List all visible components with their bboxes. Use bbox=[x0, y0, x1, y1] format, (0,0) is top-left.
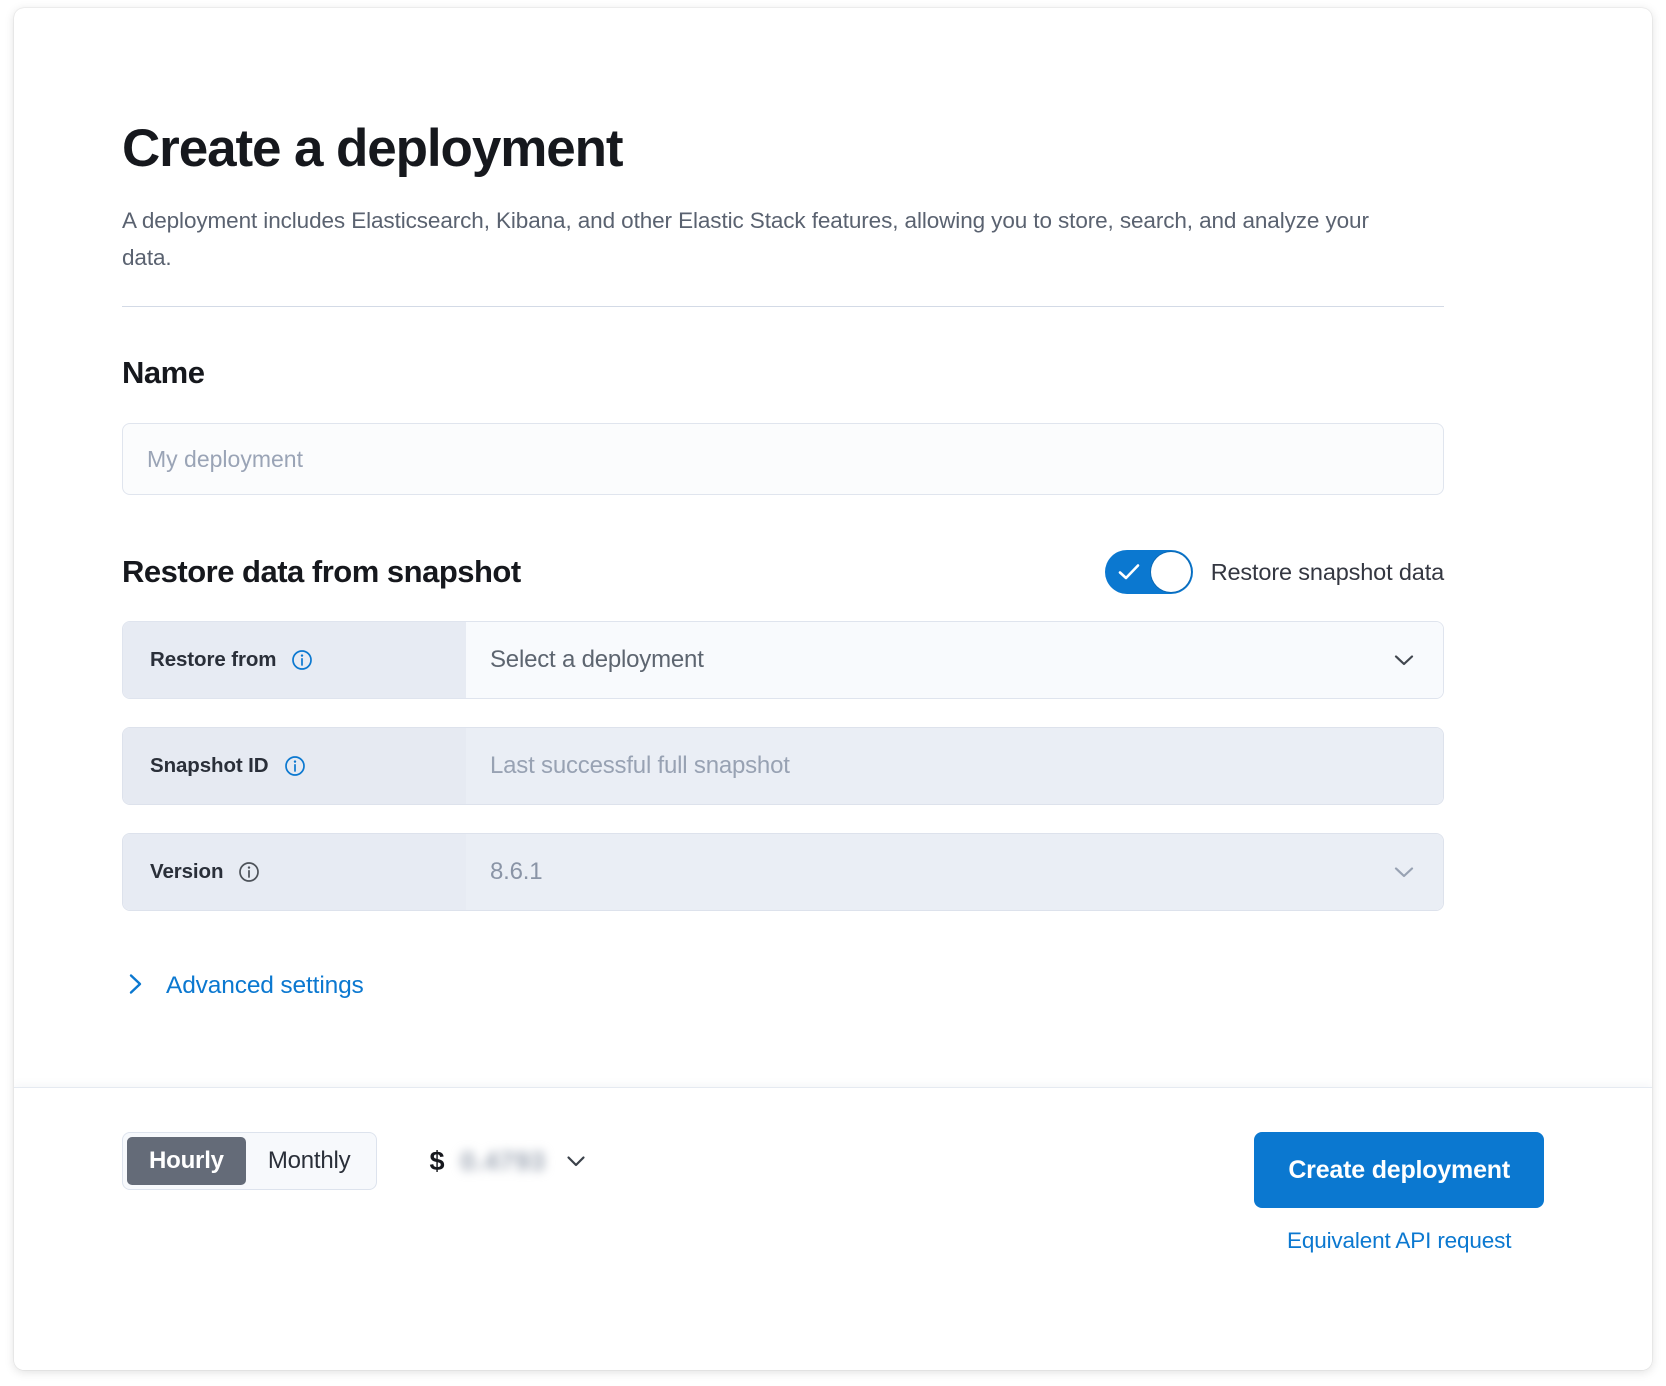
row-snapshot-id-prepend: Snapshot ID bbox=[123, 728, 466, 805]
row-snapshot-id-value: Last successful full snapshot bbox=[490, 752, 790, 780]
header-divider bbox=[122, 306, 1444, 308]
advanced-settings-toggle[interactable]: Advanced settings bbox=[122, 971, 364, 1000]
footer-right-group: Create deployment Equivalent API request bbox=[1254, 1132, 1544, 1254]
name-heading: Name bbox=[122, 355, 205, 391]
advanced-settings-label: Advanced settings bbox=[166, 971, 364, 999]
chevron-down-icon bbox=[1389, 857, 1419, 887]
billing-option-monthly[interactable]: Monthly bbox=[246, 1137, 373, 1185]
row-restore-from-label: Restore from bbox=[150, 648, 277, 672]
restore-toggle-label: Restore snapshot data bbox=[1210, 558, 1444, 585]
equivalent-api-request-link[interactable]: Equivalent API request bbox=[1286, 1228, 1512, 1253]
row-version-prepend: Version bbox=[123, 834, 466, 911]
row-version-label: Version bbox=[150, 860, 224, 884]
billing-option-hourly[interactable]: Hourly bbox=[127, 1137, 246, 1185]
footer-bar: Hourly Monthly $ 0.4793 Crea bbox=[14, 1087, 1652, 1370]
row-restore-from[interactable]: Restore from Select a deployment bbox=[122, 621, 1444, 700]
restore-toggle-group: Restore snapshot data bbox=[1104, 550, 1444, 595]
price-amount: 0.4793 bbox=[460, 1145, 547, 1176]
price-summary-button[interactable]: $ 0.4793 bbox=[429, 1146, 590, 1177]
restore-section-header: Restore data from snapshot Restore snaps… bbox=[122, 550, 1444, 595]
page-title: Create a deployment bbox=[122, 119, 624, 178]
row-snapshot-id: Snapshot ID Last successful full snapsh bbox=[122, 727, 1444, 806]
chevron-down-icon[interactable] bbox=[1389, 645, 1419, 675]
footer-left-group: Hourly Monthly $ 0.4793 bbox=[122, 1132, 590, 1190]
row-snapshot-id-field: Last successful full snapshot bbox=[466, 728, 1443, 805]
restore-snapshot-toggle[interactable] bbox=[1104, 550, 1193, 595]
currency-symbol: $ bbox=[429, 1145, 445, 1176]
toggle-knob bbox=[1150, 552, 1191, 593]
restore-heading: Restore data from snapshot bbox=[122, 554, 521, 590]
check-icon bbox=[1118, 562, 1140, 582]
content-column: Create a deployment A deployment include… bbox=[14, 8, 1652, 1002]
info-icon[interactable] bbox=[283, 754, 307, 778]
deployment-name-input[interactable] bbox=[122, 423, 1444, 496]
row-snapshot-id-label: Snapshot ID bbox=[150, 754, 269, 778]
restore-form-rows: Restore from Select a deployment bbox=[122, 621, 1544, 912]
page-description: A deployment includes Elasticsearch, Kib… bbox=[122, 208, 1369, 271]
footer-content: Hourly Monthly $ 0.4793 Crea bbox=[122, 1132, 1544, 1254]
create-deployment-card: Create a deployment A deployment include… bbox=[14, 8, 1652, 1370]
name-section: Name bbox=[122, 307, 1544, 496]
row-restore-from-prepend: Restore from bbox=[123, 622, 466, 699]
row-restore-from-field[interactable]: Select a deployment bbox=[466, 622, 1443, 699]
info-icon[interactable] bbox=[290, 648, 314, 672]
chevron-right-icon bbox=[122, 971, 148, 1000]
row-version-value: 8.6.1 bbox=[490, 858, 543, 886]
create-deployment-button[interactable]: Create deployment bbox=[1254, 1132, 1544, 1208]
row-version: Version 8.6.1 bbox=[122, 833, 1444, 912]
billing-period-segmented-control: Hourly Monthly bbox=[122, 1132, 378, 1190]
row-restore-from-value: Select a deployment bbox=[490, 646, 704, 674]
info-icon[interactable] bbox=[237, 860, 261, 884]
card-body: Create a deployment A deployment include… bbox=[14, 8, 1652, 1087]
chevron-down-icon[interactable] bbox=[562, 1147, 590, 1175]
row-version-field: 8.6.1 bbox=[466, 834, 1443, 911]
